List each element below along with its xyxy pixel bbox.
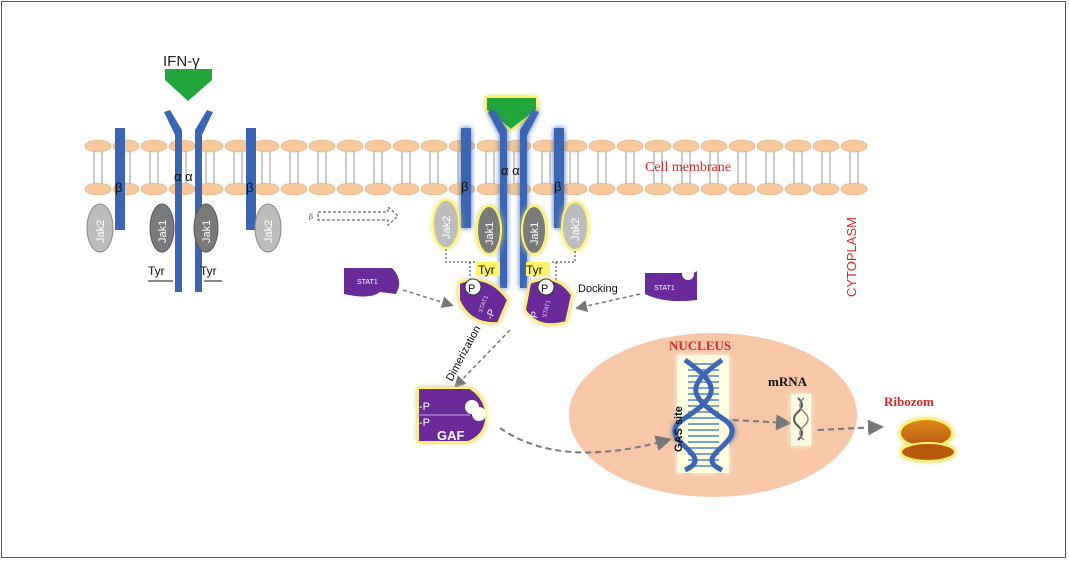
stat1-docked-left: P -P STAT1 [458, 278, 510, 325]
svg-text:P: P [541, 283, 548, 295]
stat1-left-arrow [402, 289, 454, 309]
ribosome [899, 418, 956, 462]
jak1-active-right: Jak1 [521, 205, 547, 255]
svg-text:GAF: GAF [437, 428, 465, 443]
ifn-gamma-ligand [165, 69, 212, 101]
beta-label-active-right: β [554, 179, 561, 194]
svg-text:P: P [468, 283, 475, 295]
ifn-gamma-label: IFN-γ [163, 53, 200, 70]
jak2-right: Jak2 [254, 203, 282, 253]
svg-text:Jak2: Jak2 [570, 218, 582, 241]
svg-text:STAT1: STAT1 [357, 279, 378, 286]
beta-chain-right [246, 128, 256, 230]
beta-chain-active-right [554, 128, 564, 228]
stat1-right-arrow [575, 293, 641, 312]
svg-text:STAT1: STAT1 [654, 285, 675, 292]
active-receptor-complex: β β α α Jak2 Jak1 Jak1 Jak2 Tyr Tyr [432, 96, 589, 326]
jak1-right: Jak1 [193, 203, 219, 253]
svg-text:Jak2: Jak2 [441, 216, 453, 239]
alpha-label: α α [174, 169, 193, 184]
mrna-to-ribosome-arrow [817, 419, 884, 436]
alpha-chain-left [164, 110, 182, 292]
activation-transition-arrow: β [309, 205, 399, 227]
cell-membrane [84, 139, 868, 196]
nucleus-label: NUCLEUS [669, 338, 731, 353]
svg-text:β: β [309, 214, 313, 221]
alpha-label-active: α α [501, 163, 520, 178]
svg-text:Jak1: Jak1 [529, 222, 541, 245]
alpha-chain-active-left [488, 110, 507, 288]
tyr-label-active-left: Tyr [478, 263, 495, 277]
tyr-label-left: Tyr [148, 264, 165, 278]
jak1-active-left: Jak1 [476, 205, 502, 255]
mrna-label: mRNA [768, 374, 808, 389]
cell-membrane-label: Cell membrane [645, 160, 731, 175]
svg-text:Jak2: Jak2 [95, 220, 107, 243]
dimerization-label: Dimerization [444, 324, 483, 384]
beta-chain-left [115, 128, 125, 230]
stat1-free-right: STAT1 [645, 268, 697, 302]
jak2-active-left: Jak2 [432, 199, 460, 249]
jak2-left: Jak2 [86, 203, 114, 253]
gaf-dimer: -P -P GAF [417, 387, 488, 443]
svg-text:-P: -P [528, 310, 541, 323]
cytoplasm-label: CYTOPLASM [844, 217, 859, 297]
beta-label-active-left: β [461, 179, 468, 194]
mrna-strand [791, 394, 811, 446]
inactive-receptor-complex: IFN-γ β β α α Jak2 Jak1 Jak1 Jak2 Tyr T [86, 53, 282, 292]
beta-label-right: β [246, 180, 253, 195]
beta-chain-active-left [461, 128, 471, 228]
svg-text:STAT1: STAT1 [542, 299, 553, 318]
docking-label: Docking [578, 283, 618, 295]
tyr-label-active-right: Tyr [526, 263, 543, 277]
svg-text:Jak2: Jak2 [263, 220, 275, 243]
stat1-docked-right: P -P STAT1 [523, 278, 574, 326]
ribosome-label: Ribozom [884, 394, 934, 409]
gas-site-label: GAS site [673, 406, 685, 452]
jak1-left: Jak1 [149, 203, 175, 253]
svg-text:STAT1: STAT1 [478, 294, 490, 313]
stat1-free-left: STAT1 [344, 268, 400, 297]
svg-text:Jak1: Jak1 [484, 222, 496, 245]
ifn-gamma-bound-ligand [485, 96, 538, 132]
gas-to-mrna-arrow [732, 414, 792, 431]
svg-text:-P: -P [419, 401, 430, 413]
alpha-chain-active-right [520, 110, 539, 288]
svg-text:-P: -P [484, 308, 498, 321]
tyr-label-right: Tyr [200, 264, 217, 278]
beta-label-left: β [115, 180, 122, 195]
dimerization-arrow [453, 329, 511, 389]
svg-text:-P: -P [419, 417, 430, 429]
svg-text:Jak1: Jak1 [201, 220, 213, 243]
gas-site-dna [672, 355, 735, 473]
svg-text:Jak1: Jak1 [157, 220, 169, 243]
jak2-active-right: Jak2 [561, 201, 589, 251]
